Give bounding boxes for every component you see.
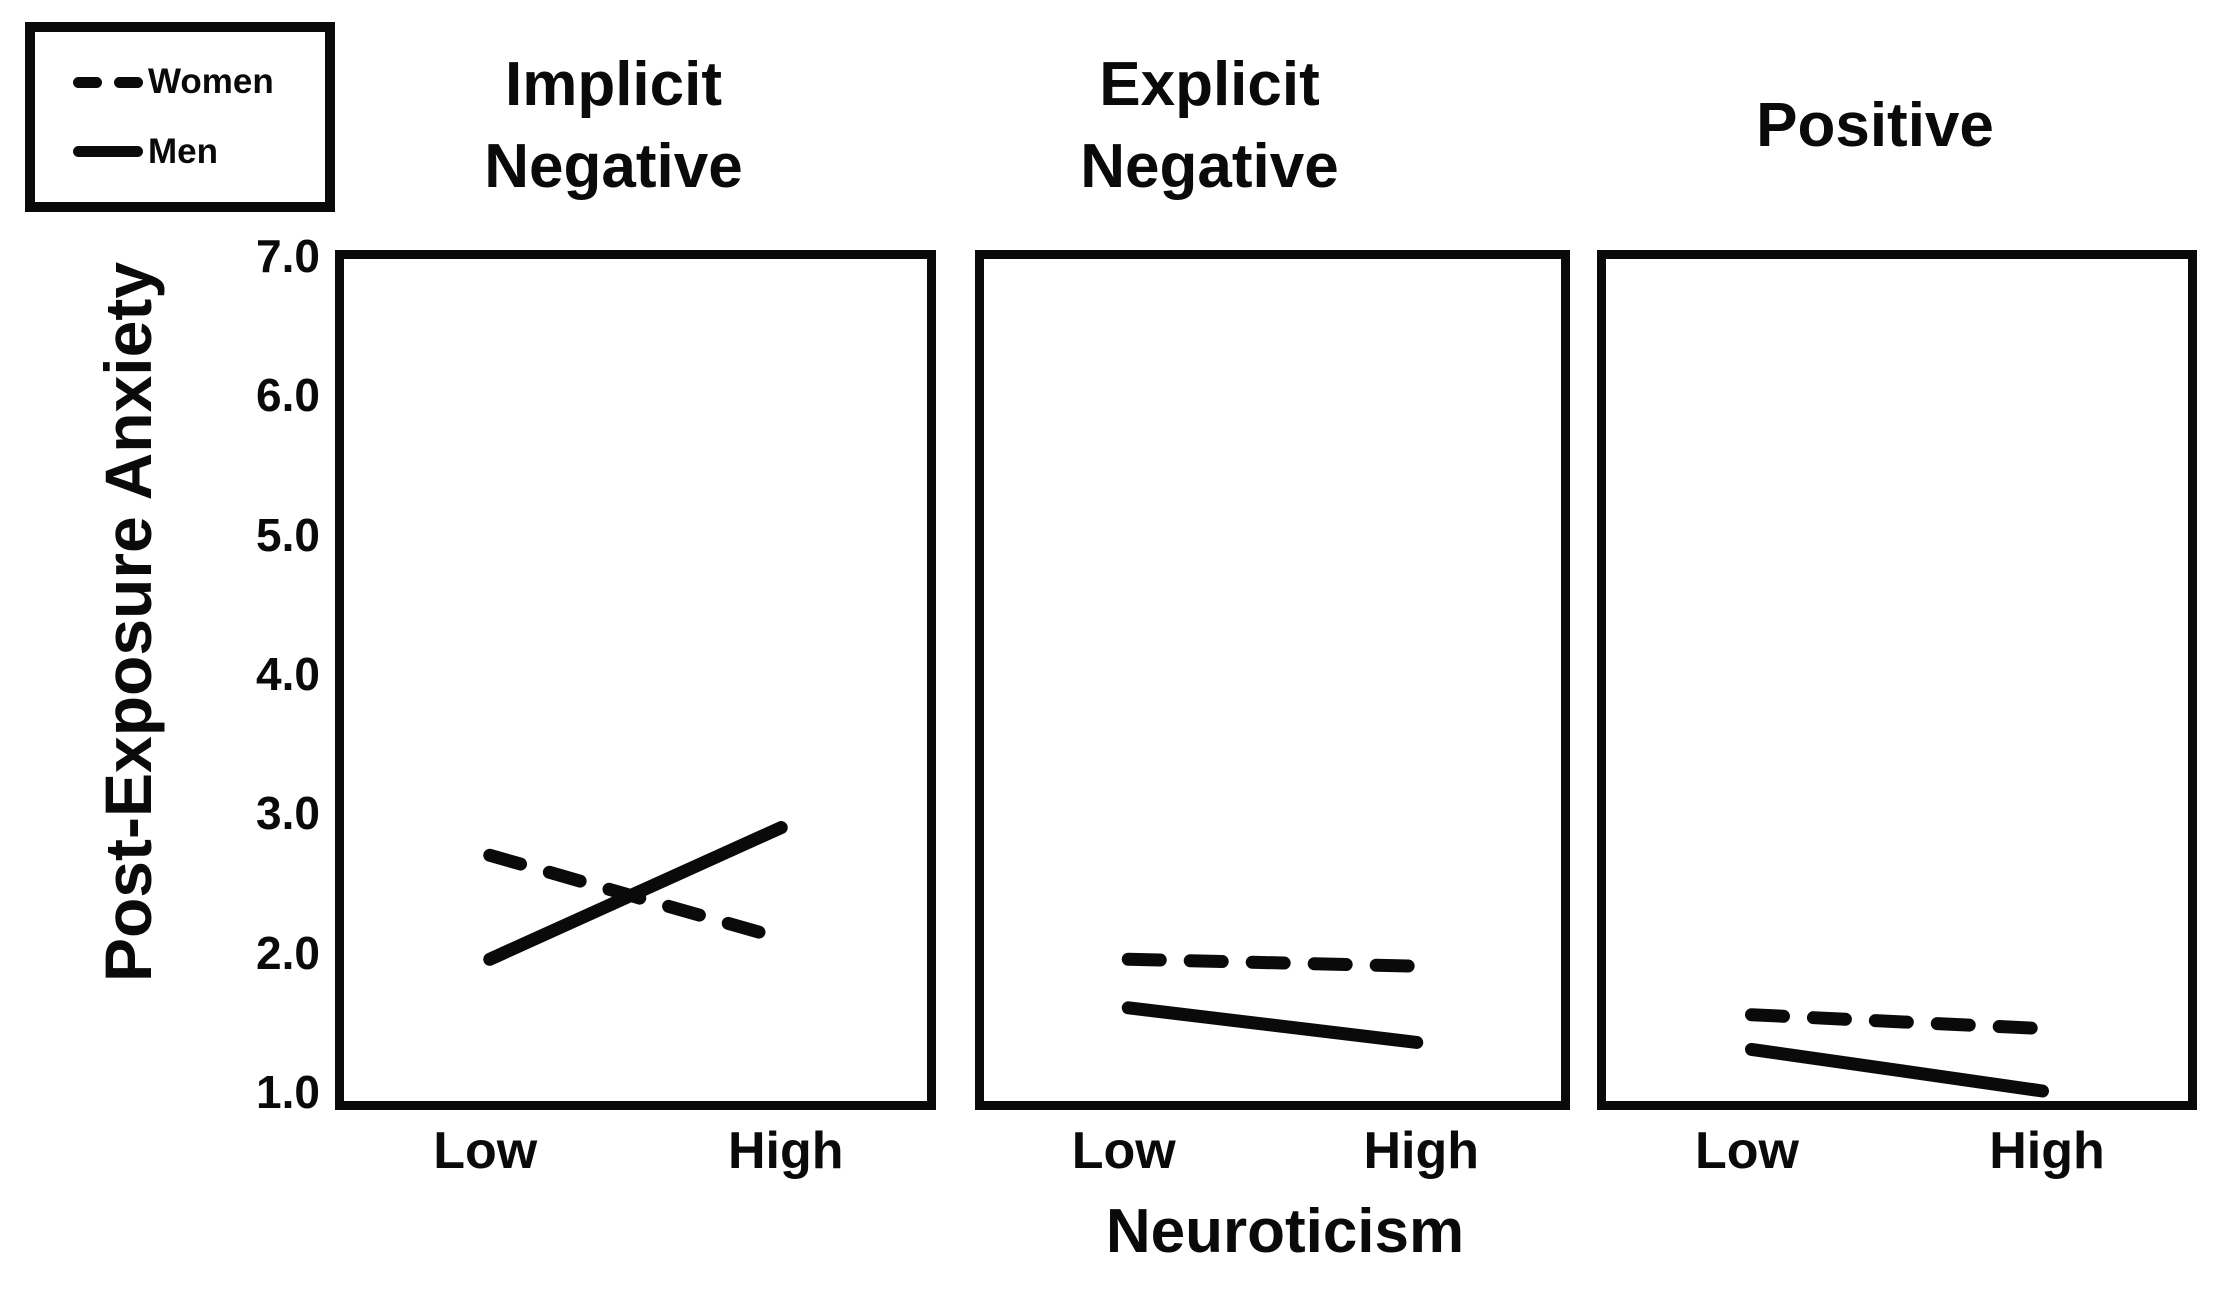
- x-tick-low: Low: [1071, 1122, 1176, 1180]
- x-tick-high: High: [1363, 1122, 1480, 1180]
- y-tick-4: 4.0: [256, 648, 320, 700]
- x-ticks-explicit-negative: Low High: [975, 1120, 1570, 1184]
- men-line: [1121, 1001, 1424, 1049]
- legend-item-men: Men: [73, 131, 325, 171]
- legend-item-women: Women: [73, 63, 325, 101]
- x-tick-high: High: [1989, 1122, 2105, 1180]
- panel-implicit-negative: [335, 250, 936, 1110]
- panel-positive: [1597, 250, 2197, 1110]
- y-tick-5: 5.0: [256, 509, 320, 561]
- x-tick-low: Low: [433, 1122, 538, 1180]
- x-tick-high: High: [727, 1122, 844, 1180]
- legend-box: Women Men: [25, 22, 335, 212]
- legend-label-men: Men: [148, 131, 218, 171]
- panel-title-positive: Positive: [1575, 28, 2175, 224]
- x-ticks-implicit-negative: Low High: [335, 1120, 936, 1184]
- title-line: Negative: [1080, 132, 1339, 201]
- x-axis-label: Neuroticism: [1105, 1197, 1465, 1266]
- men-solid-line-icon: [73, 146, 145, 158]
- title-line: Explicit: [1099, 50, 1320, 119]
- x-tick-low: Low: [1695, 1122, 1799, 1180]
- men-line: [1745, 1042, 2049, 1098]
- y-axis-tick-labels: 7.0 6.0 5.0 4.0 3.0 2.0 1.0: [150, 0, 320, 1295]
- y-tick-3: 3.0: [256, 787, 320, 839]
- implicit-negative-plot: [483, 821, 788, 966]
- x-ticks-positive: Low High: [1597, 1120, 2197, 1184]
- women-line: [1121, 952, 1424, 973]
- panel-title-implicit-negative: Implicit Negative: [311, 28, 916, 224]
- title-line: Positive: [1756, 91, 1994, 160]
- legend-label-women: Women: [148, 62, 274, 102]
- y-tick-7: 7.0: [256, 230, 320, 282]
- title-line: Negative: [484, 132, 743, 201]
- y-tick-6: 6.0: [256, 369, 320, 421]
- women-line: [1745, 1008, 2049, 1036]
- women-dashed-line-icon: [73, 76, 145, 88]
- y-tick-1: 1.0: [256, 1066, 320, 1118]
- explicit-negative-plot: [1121, 952, 1424, 1049]
- panel-explicit-negative: [975, 250, 1570, 1110]
- title-line: Implicit: [504, 50, 723, 119]
- men-line: [483, 821, 788, 966]
- y-tick-2: 2.0: [256, 927, 320, 979]
- panel-title-explicit-negative: Explicit Negative: [912, 28, 1507, 224]
- positive-plot: [1745, 1008, 2049, 1098]
